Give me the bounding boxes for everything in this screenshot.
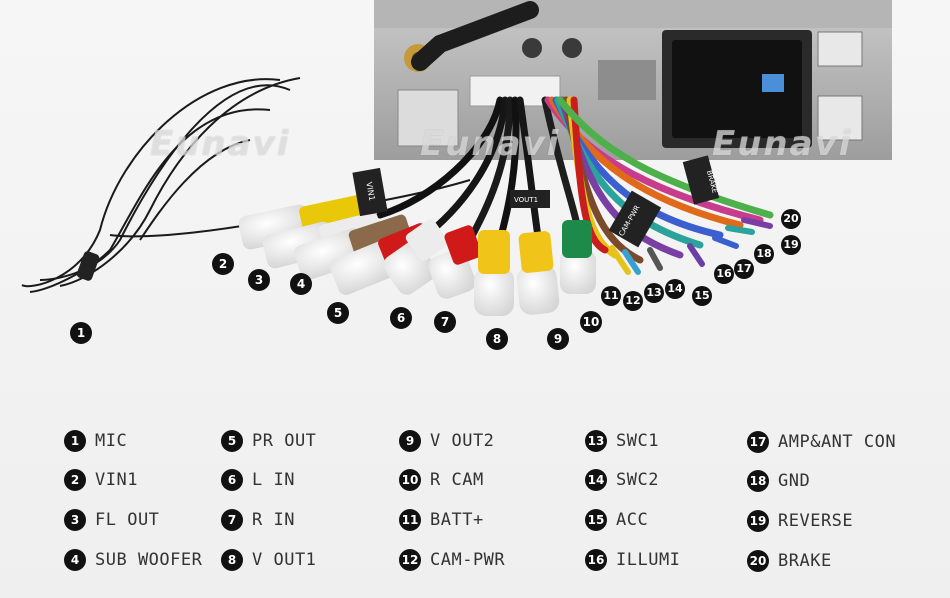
tag-vin1: VIN1 xyxy=(364,181,376,201)
legend-number: 3 xyxy=(64,509,86,531)
legend-label: VIN1 xyxy=(95,470,138,490)
legend-label: R IN xyxy=(252,510,295,530)
legend-label: ACC xyxy=(616,510,649,530)
callout-badge: 13 xyxy=(644,283,664,303)
rca-plugs xyxy=(238,193,596,316)
legend-number: 13 xyxy=(585,430,607,452)
legend-label: AMP&ANT CON xyxy=(778,432,897,452)
callout-badge: 16 xyxy=(714,264,734,284)
legend-item: 18 GND xyxy=(747,469,810,493)
legend-item: 10 R CAM xyxy=(399,468,484,492)
legend-label: CAM-PWR xyxy=(430,550,506,570)
legend-label: BRAKE xyxy=(778,551,832,571)
legend-number: 7 xyxy=(221,509,243,531)
legend-number: 11 xyxy=(399,509,421,531)
legend-item: 6 L IN xyxy=(221,468,295,492)
callout-badge: 8 xyxy=(486,328,508,350)
callout-badge: 3 xyxy=(248,269,270,291)
legend-number: 16 xyxy=(585,549,607,571)
callout-badge: 4 xyxy=(290,273,312,295)
legend-label: V OUT1 xyxy=(252,550,317,570)
legend-number: 8 xyxy=(221,549,243,571)
wire-tags: VIN1 VOUT1 CAM-PWR BRAKE xyxy=(352,155,720,248)
legend-label: PR OUT xyxy=(252,431,317,451)
legend-label: FL OUT xyxy=(95,510,160,530)
legend-item: 9 V OUT2 xyxy=(399,429,494,453)
watermark: Eunavi xyxy=(150,124,291,164)
callout-badge: 19 xyxy=(781,235,801,255)
legend-item: 1 MIC xyxy=(64,429,127,453)
legend-label: SWC1 xyxy=(616,431,659,451)
legend-label: GND xyxy=(778,471,811,491)
legend-number: 6 xyxy=(221,469,243,491)
callout-badge: 11 xyxy=(601,286,621,306)
legend-item: 8 V OUT1 xyxy=(221,548,316,572)
callout-badge: 5 xyxy=(327,302,349,324)
callout-badge: 18 xyxy=(754,244,774,264)
legend-item: 16 ILLUMI xyxy=(585,548,680,572)
legend-item: 7 R IN xyxy=(221,508,295,532)
legend-item: 4 SUB WOOFER xyxy=(64,548,202,572)
callout-badge: 17 xyxy=(734,259,754,279)
legend-label: R CAM xyxy=(430,470,484,490)
legend-item: 17 AMP&ANT CON xyxy=(747,430,896,454)
legend-number: 12 xyxy=(399,549,421,571)
legend-number: 4 xyxy=(64,549,86,571)
legend-label: REVERSE xyxy=(778,511,854,531)
mic-capsule xyxy=(76,251,100,281)
gps-antenna xyxy=(411,1,539,71)
legend-label: SUB WOOFER xyxy=(95,550,203,570)
legend-number: 5 xyxy=(221,430,243,452)
legend-label: BATT+ xyxy=(430,510,484,530)
tag-vout1: VOUT1 xyxy=(514,196,538,204)
watermark: Eunavi xyxy=(712,124,853,164)
legend-number: 1 xyxy=(64,430,86,452)
callout-badge: 20 xyxy=(781,209,801,229)
callout-badge: 15 xyxy=(692,286,712,306)
callout-badge: 12 xyxy=(623,291,643,311)
legend-item: 20 BRAKE xyxy=(747,549,832,573)
callout-badge: 2 xyxy=(212,253,234,275)
callout-badge: 14 xyxy=(665,279,685,299)
callout-badge: 9 xyxy=(547,328,569,350)
callout-badge: 1 xyxy=(70,322,92,344)
legend-number: 9 xyxy=(399,430,421,452)
legend-number: 20 xyxy=(747,550,769,572)
legend-label: L IN xyxy=(252,470,295,490)
legend-number: 18 xyxy=(747,470,769,492)
callout-badge: 7 xyxy=(434,311,456,333)
legend-item: 12 CAM-PWR xyxy=(399,548,505,572)
head-unit-chassis xyxy=(374,0,892,160)
callout-badge: 6 xyxy=(390,307,412,329)
spade-terminals xyxy=(609,217,773,275)
legend-label: SWC2 xyxy=(616,470,659,490)
watermark: Eunavi xyxy=(420,124,561,164)
legend-item: 2 VIN1 xyxy=(64,468,138,492)
harness-photo: VIN1 VOUT1 CAM-PWR BRAKE xyxy=(21,0,892,316)
legend-item: 19 REVERSE xyxy=(747,509,853,533)
callout-badge: 10 xyxy=(580,311,602,333)
legend-item: 5 PR OUT xyxy=(221,429,316,453)
legend-label: MIC xyxy=(95,431,128,451)
legend-number: 17 xyxy=(747,431,769,453)
legend-number: 10 xyxy=(399,469,421,491)
legend-label: ILLUMI xyxy=(616,550,681,570)
legend-item: 15 ACC xyxy=(585,508,648,532)
legend-label: V OUT2 xyxy=(430,431,495,451)
legend-number: 14 xyxy=(585,469,607,491)
legend-item: 11 BATT+ xyxy=(399,508,484,532)
legend-item: 3 FL OUT xyxy=(64,508,159,532)
legend-item: 13 SWC1 xyxy=(585,429,659,453)
legend-number: 19 xyxy=(747,510,769,532)
legend-number: 2 xyxy=(64,469,86,491)
legend-number: 15 xyxy=(585,509,607,531)
legend-item: 14 SWC2 xyxy=(585,468,659,492)
